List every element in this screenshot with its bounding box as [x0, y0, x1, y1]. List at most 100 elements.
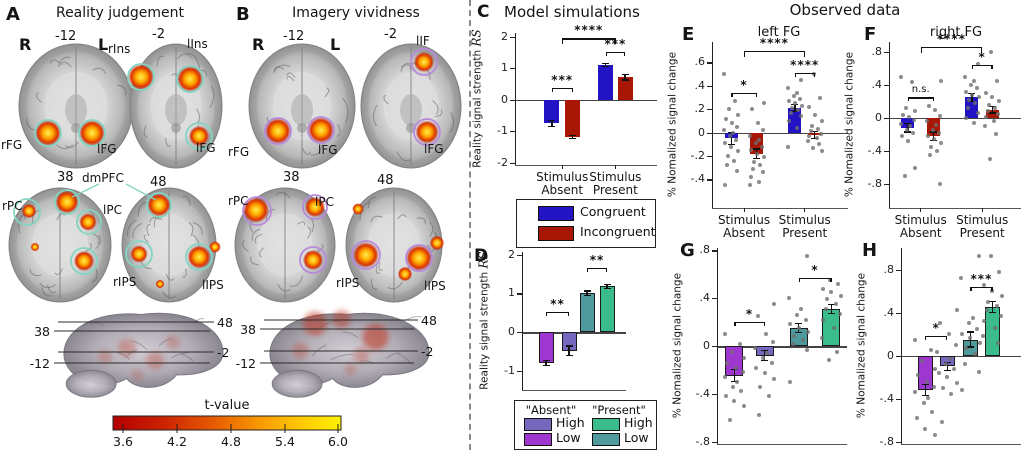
scatter-dot	[832, 326, 837, 331]
sig-bracket	[605, 51, 625, 54]
error-cap	[753, 148, 761, 150]
y-tick-mark	[707, 85, 712, 88]
activation-blob	[30, 242, 40, 252]
scatter-dot	[955, 308, 960, 313]
scatter-dot	[927, 153, 932, 158]
scatter-dot	[792, 334, 797, 339]
scatter-dot	[943, 362, 948, 367]
scatter-dot	[742, 403, 747, 408]
roi-circle	[410, 48, 438, 76]
y-tick-mark	[510, 68, 515, 70]
error-bar	[932, 132, 935, 141]
sig-bracket-end	[763, 322, 765, 327]
legend-label: Incongruent	[580, 224, 656, 239]
scatter-dot	[914, 416, 919, 421]
x-tick-mark	[804, 208, 806, 212]
scatter-dot	[997, 269, 1002, 274]
scatter-dot	[976, 95, 981, 100]
x-axis-line	[717, 444, 847, 446]
legend-swatch	[538, 206, 574, 221]
bar-present-congruent	[598, 65, 614, 100]
y-tick-label: .6	[694, 55, 706, 69]
y-tick-label: -.8	[879, 434, 894, 448]
brain-region-label: -2	[152, 27, 165, 42]
sig-bracket	[925, 336, 948, 338]
scatter-dot	[948, 356, 953, 361]
error-cap	[966, 331, 974, 333]
y-tick-label: -.4	[690, 172, 705, 186]
scatter-dot	[754, 151, 759, 156]
slice-level-label: 48	[217, 315, 233, 330]
t-value-colorbar	[112, 415, 342, 431]
bar-present-incongruent	[617, 77, 633, 100]
sig-bracket-end	[981, 46, 983, 53]
brain-region-label: lPC	[315, 195, 334, 209]
roi-circle	[185, 243, 213, 271]
scatter-dot	[761, 355, 766, 360]
error-cap	[795, 322, 803, 324]
y-tick-label: -.8	[695, 434, 710, 448]
zero-line	[516, 99, 657, 102]
scatter-dot	[966, 97, 971, 102]
brain-region-label: lFG	[318, 143, 338, 157]
scatter-dot	[786, 296, 791, 301]
error-cap	[621, 79, 629, 81]
roi-circle	[13, 198, 41, 226]
error-cap	[795, 332, 803, 334]
scatter-dot	[913, 337, 918, 342]
scatter-dot	[723, 183, 728, 188]
panel-e-letter: E	[682, 24, 695, 45]
scatter-dot	[982, 282, 987, 287]
sig-label: ****	[936, 31, 966, 46]
error-cap	[943, 370, 951, 372]
scatter-dot	[766, 394, 771, 399]
sig-bracket-end	[587, 267, 589, 272]
scatter-dot	[797, 96, 802, 101]
legend-column-header: "Present"	[592, 403, 646, 417]
sig-bracket	[794, 72, 815, 75]
scatter-dot	[724, 116, 729, 121]
roi-circle	[264, 117, 292, 145]
activation-blob	[79, 213, 97, 231]
error-cap	[565, 345, 573, 347]
x-tick-mark	[561, 165, 563, 169]
y-tick-mark	[896, 398, 901, 400]
y-tick-mark	[510, 131, 515, 133]
scatter-dot	[911, 118, 916, 123]
sig-label: *	[932, 321, 940, 336]
scatter-dot	[936, 130, 941, 135]
bar-present-incongruent	[985, 109, 999, 118]
y-tick-mark	[712, 250, 717, 252]
sig-bracket-end	[794, 72, 797, 77]
scatter-dot	[731, 130, 736, 135]
sig-bracket-end	[551, 87, 554, 92]
scatter-dot	[936, 370, 941, 375]
legend-swatch	[538, 226, 574, 241]
roi-circle	[302, 194, 328, 220]
scatter-dot	[937, 182, 942, 187]
error-cap	[904, 123, 912, 125]
error-cap	[542, 364, 550, 366]
x-tick-mark	[981, 208, 983, 212]
y-tick-label: 1	[508, 286, 515, 300]
scatter-dot	[788, 322, 793, 327]
error-bar	[924, 384, 926, 396]
brain-region-label: lIF	[416, 34, 430, 48]
scatter-dot	[812, 113, 817, 118]
scatter-dot	[759, 144, 764, 149]
sig-label: n.s.	[911, 84, 930, 96]
scatter-dot	[923, 426, 928, 431]
error-cap	[583, 290, 591, 292]
sig-bracket-end	[606, 267, 608, 272]
panel-h-letter: H	[862, 240, 878, 261]
scatter-dot	[788, 110, 793, 115]
error-bar	[571, 135, 574, 139]
scatter-dot	[964, 346, 969, 351]
scatter-dot	[975, 62, 980, 67]
colorbar-tick-label: 6.0	[328, 434, 348, 449]
sig-label: *	[978, 50, 986, 65]
y-tick-label: 0	[501, 92, 508, 106]
scatter-dot	[996, 111, 1001, 116]
